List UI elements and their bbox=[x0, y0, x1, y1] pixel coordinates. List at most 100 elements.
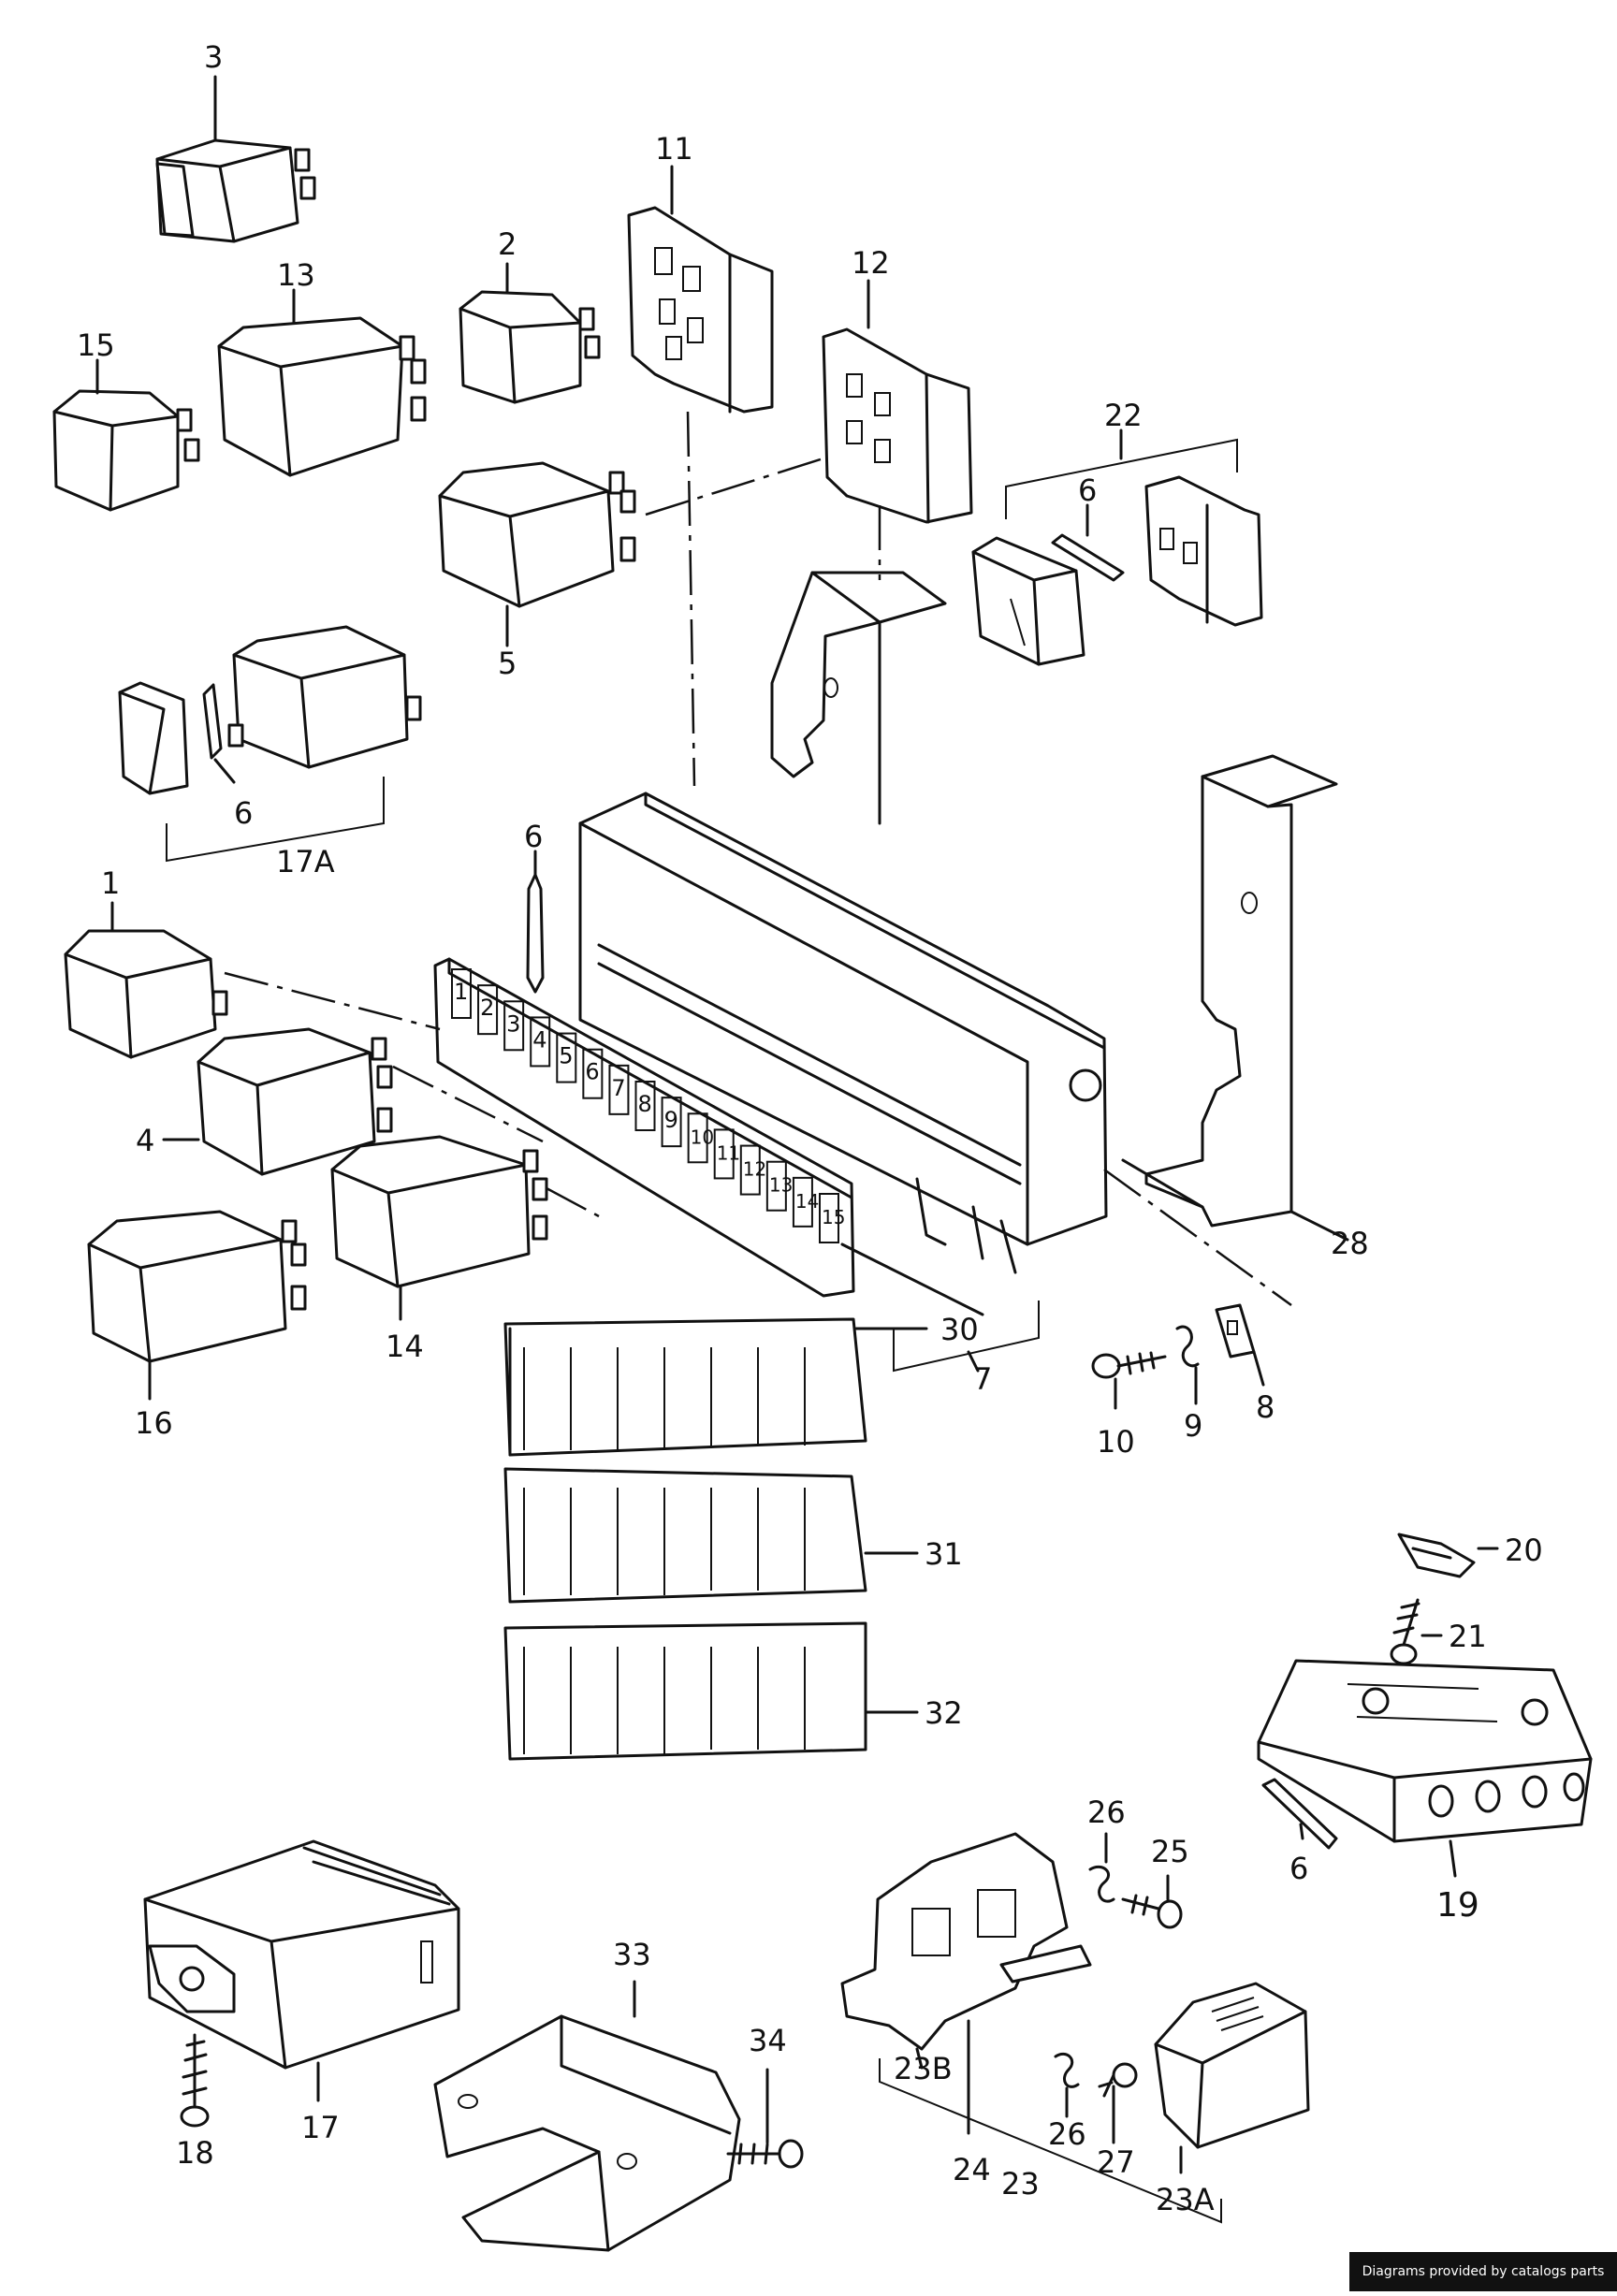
callout-3: 3 bbox=[204, 39, 223, 75]
callout-2: 2 bbox=[498, 226, 517, 262]
washer-26-upper bbox=[1088, 1832, 1115, 1903]
fuse-box-19 bbox=[1257, 1659, 1593, 1878]
callout-23: 23 bbox=[1001, 2166, 1040, 2202]
screw-34 bbox=[726, 2068, 804, 2169]
callout-20: 20 bbox=[1505, 1533, 1543, 1568]
screw-27 bbox=[1098, 2062, 1138, 2144]
fuse-slot-frame bbox=[819, 1193, 839, 1243]
callout-10: 10 bbox=[1097, 1424, 1135, 1460]
callout-25: 25 bbox=[1151, 1834, 1189, 1869]
fuse-slot-number: 3 bbox=[506, 1010, 520, 1037]
callout-33: 33 bbox=[613, 1937, 651, 1972]
mounting-bracket-28 bbox=[1121, 754, 1349, 1242]
bracket-7 bbox=[893, 1301, 1040, 1373]
fuse-slot-frame bbox=[765, 1160, 787, 1212]
fuse-slot-number: 6 bbox=[585, 1059, 599, 1085]
callout-32: 32 bbox=[925, 1695, 963, 1731]
callout-5: 5 bbox=[498, 646, 517, 681]
callout-23b: 23B bbox=[894, 2051, 953, 2086]
screw-18 bbox=[180, 2033, 210, 2128]
screw-25 bbox=[1121, 1874, 1183, 1929]
callout-19: 19 bbox=[1436, 1886, 1479, 1925]
fuse-slot-frame bbox=[608, 1064, 630, 1115]
callout-13: 13 bbox=[277, 257, 315, 293]
screw-10 bbox=[1091, 1351, 1167, 1410]
relay-holder-23b bbox=[840, 1832, 1092, 2070]
fuse-slot-frame bbox=[634, 1081, 656, 1131]
relay-socket-11 bbox=[627, 165, 774, 414]
fuse-slot-number: 11 bbox=[717, 1141, 740, 1164]
callout-4: 4 bbox=[136, 1123, 154, 1158]
callout-9: 9 bbox=[1184, 1408, 1202, 1444]
callout-6-center: 6 bbox=[524, 819, 543, 854]
bracket-33 bbox=[433, 1980, 741, 2252]
fuse-slot-number: 13 bbox=[769, 1174, 793, 1197]
callout-17a: 17A bbox=[276, 844, 335, 879]
callout-1: 1 bbox=[101, 865, 120, 901]
washer-9 bbox=[1175, 1325, 1200, 1405]
callout-22: 22 bbox=[1104, 398, 1143, 433]
relay-14 bbox=[330, 1135, 548, 1321]
callout-17: 17 bbox=[301, 2110, 340, 2145]
relay-13 bbox=[217, 288, 427, 477]
fuse-slot-frame bbox=[661, 1097, 682, 1148]
fuse-slot-frame bbox=[477, 984, 499, 1036]
callout-31: 31 bbox=[925, 1536, 963, 1572]
cover-strip-31 bbox=[503, 1467, 919, 1604]
fuse-slot-frame bbox=[582, 1048, 604, 1099]
washer-26-lower bbox=[1054, 2052, 1080, 2118]
callout-6-group17a: 6 bbox=[234, 795, 253, 831]
fuse-slot-frame bbox=[687, 1112, 708, 1164]
callout-11: 11 bbox=[655, 131, 693, 167]
callout-26-lower: 26 bbox=[1048, 2116, 1086, 2152]
callout-23a: 23A bbox=[1156, 2182, 1215, 2217]
callout-15: 15 bbox=[77, 327, 115, 363]
fuse-slot-number: 7 bbox=[611, 1075, 625, 1101]
clip-8 bbox=[1215, 1303, 1265, 1387]
callout-7: 7 bbox=[973, 1361, 992, 1397]
fuse-slot-number: 8 bbox=[638, 1091, 652, 1117]
clip-nut-20 bbox=[1397, 1533, 1499, 1578]
callout-8: 8 bbox=[1256, 1389, 1275, 1425]
mounting-bracket-upper bbox=[770, 571, 947, 825]
fuse-slot-number: 12 bbox=[743, 1158, 766, 1181]
callout-18: 18 bbox=[176, 2135, 214, 2171]
callout-labels: 3 11 13 2 12 15 22 6 5 6 17A 6 1 4 28 14… bbox=[77, 39, 1543, 2217]
screw-21 bbox=[1390, 1598, 1443, 1665]
callout-6-lower-right: 6 bbox=[1289, 1851, 1308, 1886]
callout-16: 16 bbox=[135, 1405, 173, 1441]
group-bracket-23 bbox=[879, 2019, 1222, 2224]
fuse-slot-frame bbox=[503, 1000, 525, 1052]
cover-strip-32 bbox=[503, 1621, 919, 1761]
fuse-slot-frame bbox=[713, 1128, 735, 1180]
fuse-slot-number: 4 bbox=[532, 1026, 546, 1053]
fuse-holder-group-22 bbox=[971, 429, 1263, 666]
fuse-slot-frame bbox=[739, 1144, 761, 1196]
fuse-slot-frame bbox=[556, 1032, 577, 1083]
relay-4 bbox=[162, 1027, 393, 1176]
fuse-6-center bbox=[526, 850, 545, 994]
callout-24: 24 bbox=[953, 2152, 991, 2187]
fuse-slot-number: 5 bbox=[559, 1043, 573, 1069]
relay-16 bbox=[87, 1210, 307, 1401]
relay-cover-23a bbox=[1154, 1982, 1310, 2174]
callout-27: 27 bbox=[1097, 2144, 1135, 2180]
callout-6-group22: 6 bbox=[1078, 472, 1097, 508]
relay-3 bbox=[155, 75, 316, 243]
fuse-slot-number: 1 bbox=[454, 979, 468, 1005]
callout-30: 30 bbox=[940, 1312, 979, 1347]
assembly-lines bbox=[224, 411, 1292, 1307]
fuse-6-lower-right bbox=[1261, 1778, 1338, 1850]
relay-group-17a bbox=[118, 625, 422, 863]
fuse-slot-frame bbox=[451, 968, 472, 1019]
fuse-slot-number: 14 bbox=[795, 1190, 819, 1213]
callout-12: 12 bbox=[852, 245, 890, 281]
fuse-slot-frame bbox=[792, 1176, 813, 1228]
callout-28: 28 bbox=[1331, 1226, 1369, 1261]
fuse-slot-number: 10 bbox=[691, 1126, 714, 1148]
fuse-slot-frame bbox=[530, 1016, 551, 1068]
relay-5 bbox=[438, 461, 636, 647]
